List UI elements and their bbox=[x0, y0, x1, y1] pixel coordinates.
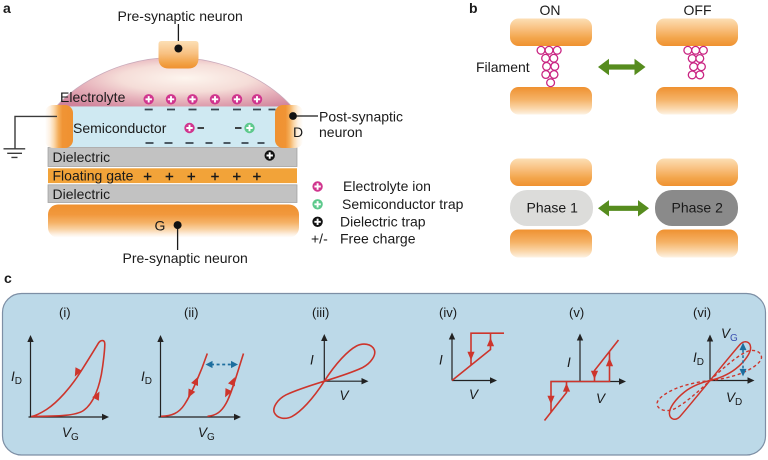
svg-text:c: c bbox=[4, 270, 12, 286]
svg-text:neuron: neuron bbox=[319, 124, 363, 140]
svg-text:Pre-synaptic neuron: Pre-synaptic neuron bbox=[123, 250, 248, 266]
svg-text:(ii): (ii) bbox=[184, 305, 198, 320]
svg-text:Electrolyte: Electrolyte bbox=[60, 89, 126, 105]
svg-text:Semiconductor: Semiconductor bbox=[73, 120, 167, 136]
svg-text:V: V bbox=[596, 391, 607, 406]
svg-text:ID: ID bbox=[11, 369, 22, 387]
svg-text:Free charge: Free charge bbox=[340, 231, 416, 247]
svg-text:Semiconductor trap: Semiconductor trap bbox=[342, 196, 464, 212]
svg-text:Floating gate: Floating gate bbox=[53, 168, 134, 184]
svg-text:a: a bbox=[3, 0, 11, 16]
svg-text:(iii): (iii) bbox=[312, 305, 329, 320]
svg-text:Dielectric: Dielectric bbox=[53, 149, 111, 165]
svg-text:+/-: +/- bbox=[311, 231, 328, 247]
svg-text:Filament: Filament bbox=[476, 59, 530, 75]
svg-text:Phase 1: Phase 1 bbox=[527, 200, 579, 216]
svg-text:I: I bbox=[567, 355, 571, 370]
svg-text:V: V bbox=[340, 388, 351, 403]
svg-text:ID: ID bbox=[693, 350, 704, 368]
svg-text:(vi): (vi) bbox=[693, 305, 711, 320]
svg-text:G: G bbox=[155, 218, 166, 234]
svg-text:ON: ON bbox=[540, 2, 561, 18]
svg-text:V: V bbox=[469, 387, 480, 402]
svg-text:OFF: OFF bbox=[684, 2, 712, 18]
svg-text:(v): (v) bbox=[569, 305, 584, 320]
svg-text:Post-synaptic: Post-synaptic bbox=[319, 109, 403, 125]
svg-text:I: I bbox=[310, 353, 314, 368]
svg-text:b: b bbox=[469, 0, 478, 16]
svg-text:Dielectric: Dielectric bbox=[53, 186, 111, 202]
svg-text:Pre-synaptic neuron: Pre-synaptic neuron bbox=[118, 8, 243, 24]
svg-text:Dielectric trap: Dielectric trap bbox=[340, 213, 426, 229]
svg-text:I: I bbox=[439, 353, 443, 368]
svg-text:D: D bbox=[293, 124, 303, 140]
svg-text:Phase 2: Phase 2 bbox=[672, 200, 724, 216]
svg-text:(iv): (iv) bbox=[439, 305, 457, 320]
svg-text:(i): (i) bbox=[59, 305, 71, 320]
svg-text:Electrolyte ion: Electrolyte ion bbox=[343, 178, 431, 194]
svg-text:ID: ID bbox=[141, 369, 152, 387]
